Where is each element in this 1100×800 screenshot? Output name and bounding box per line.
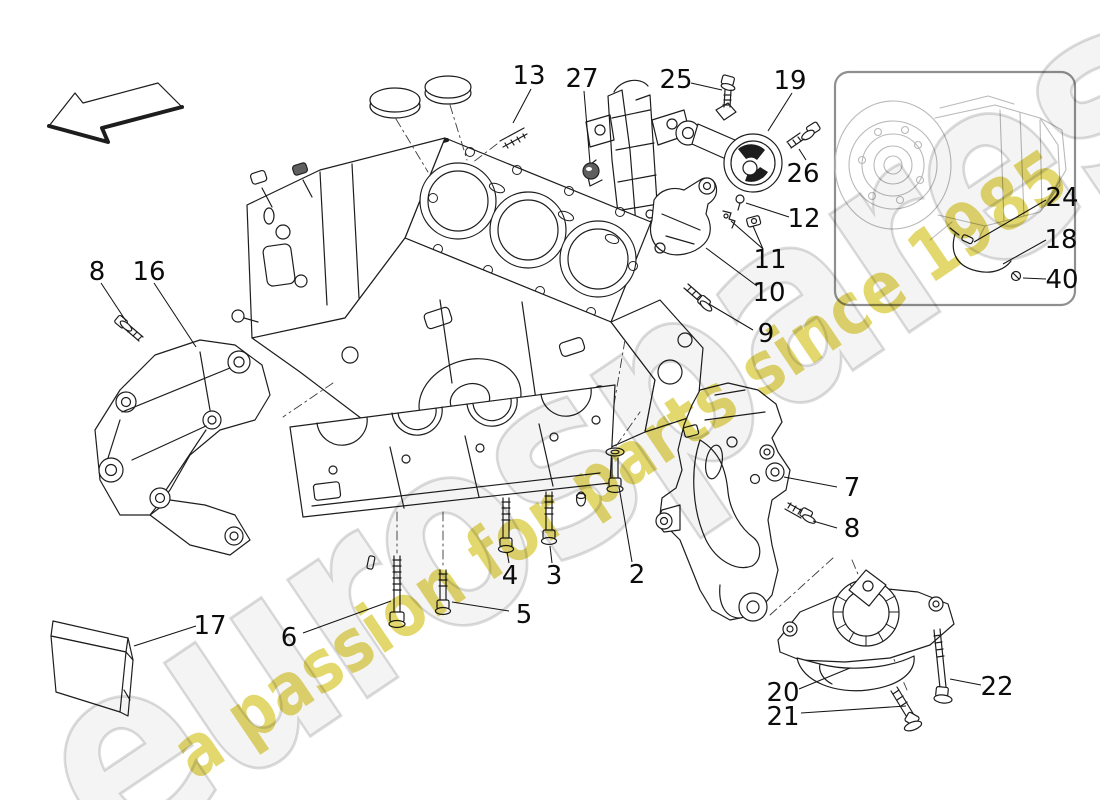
plug-27 (582, 162, 600, 180)
callout-21: 21 (766, 702, 799, 732)
bolt-26 (786, 121, 821, 149)
leader-line-4-14 (506, 551, 510, 564)
callout-2: 2 (629, 560, 646, 590)
callout-20: 20 (766, 678, 799, 708)
callout-8: 8 (89, 257, 106, 287)
leader-line-6-12 (302, 600, 392, 634)
leader-line-40-24 (1022, 277, 1047, 280)
callout-11: 11 (753, 245, 786, 275)
callout-12: 12 (787, 204, 820, 234)
callout-7: 7 (844, 473, 861, 503)
bolt-21 (890, 686, 923, 732)
bracket-10 (649, 177, 718, 256)
leader-line-7-17 (783, 476, 838, 488)
foam-wedge-17 (50, 620, 134, 717)
leader-line-20-19 (798, 667, 851, 690)
bolt-5 (434, 569, 452, 616)
direction-arrow (47, 82, 184, 144)
callout-16: 16 (132, 257, 165, 287)
bolt-2-with-washer (605, 411, 641, 494)
earth-cable-18 (949, 227, 1022, 282)
leader-line-22-21 (949, 678, 982, 686)
bedplate (289, 384, 616, 570)
callout-5: 5 (516, 600, 533, 630)
leader-line-12-5 (745, 202, 790, 218)
bolt-3 (540, 491, 558, 546)
mount-bracket-7 (655, 382, 791, 622)
leader-line-9-8 (708, 303, 754, 331)
bracket-16 (94, 339, 271, 556)
callout-26: 26 (786, 159, 819, 189)
leader-line-26-4 (798, 148, 807, 161)
leader-line-3-15 (549, 545, 553, 564)
callout-24: 24 (1045, 183, 1078, 213)
bolt-8-left (114, 314, 144, 342)
callout-8: 8 (844, 514, 861, 544)
callout-9: 9 (758, 319, 775, 349)
leader-line-8-9 (100, 282, 127, 322)
leader-line-25-2 (690, 82, 723, 91)
bolt-22 (933, 628, 953, 704)
callout-25: 25 (659, 65, 692, 95)
leader-line-27-1 (583, 90, 591, 164)
callout-6: 6 (281, 623, 298, 653)
leader-line-8-18 (812, 520, 838, 529)
bolt-9 (683, 283, 713, 312)
bolt-25 (720, 74, 736, 108)
callout-18: 18 (1044, 225, 1077, 255)
small-parts-11-12 (722, 194, 762, 229)
leader-line-16-10 (153, 282, 197, 348)
leader-line-17-11 (133, 625, 197, 647)
callout-13: 13 (512, 61, 545, 91)
leader-line-2-16 (618, 486, 633, 563)
gearbox-art (834, 95, 1067, 282)
leader-line-21-20 (800, 705, 907, 714)
screw-24 (961, 234, 974, 245)
gearbox-inset (833, 70, 1077, 307)
engine-mount-20 (769, 557, 955, 692)
reaction-rod-19 (675, 102, 783, 193)
leader-line-18-23 (1002, 239, 1047, 265)
callout-27: 27 (565, 64, 598, 94)
leader-line-11-6 (730, 220, 764, 250)
leader-line-11-6 (752, 225, 764, 250)
callout-17: 17 (193, 611, 226, 641)
stud-13 (471, 127, 528, 164)
callout-19: 19 (773, 66, 806, 96)
leader-line-10-7 (705, 247, 758, 287)
leader-line-13-0 (512, 88, 532, 124)
bolt-6 (388, 555, 406, 629)
callout-40: 40 (1045, 265, 1078, 295)
bolt-8-right (784, 502, 816, 524)
leader-line-5-13 (451, 601, 510, 612)
bolt-4 (497, 497, 515, 554)
callout-3: 3 (546, 561, 563, 591)
callout-22: 22 (980, 672, 1013, 702)
callout-4: 4 (502, 561, 519, 591)
leader-line-19-3 (767, 92, 793, 132)
leader-line-24-22 (973, 199, 1047, 243)
callout-10: 10 (752, 278, 785, 308)
